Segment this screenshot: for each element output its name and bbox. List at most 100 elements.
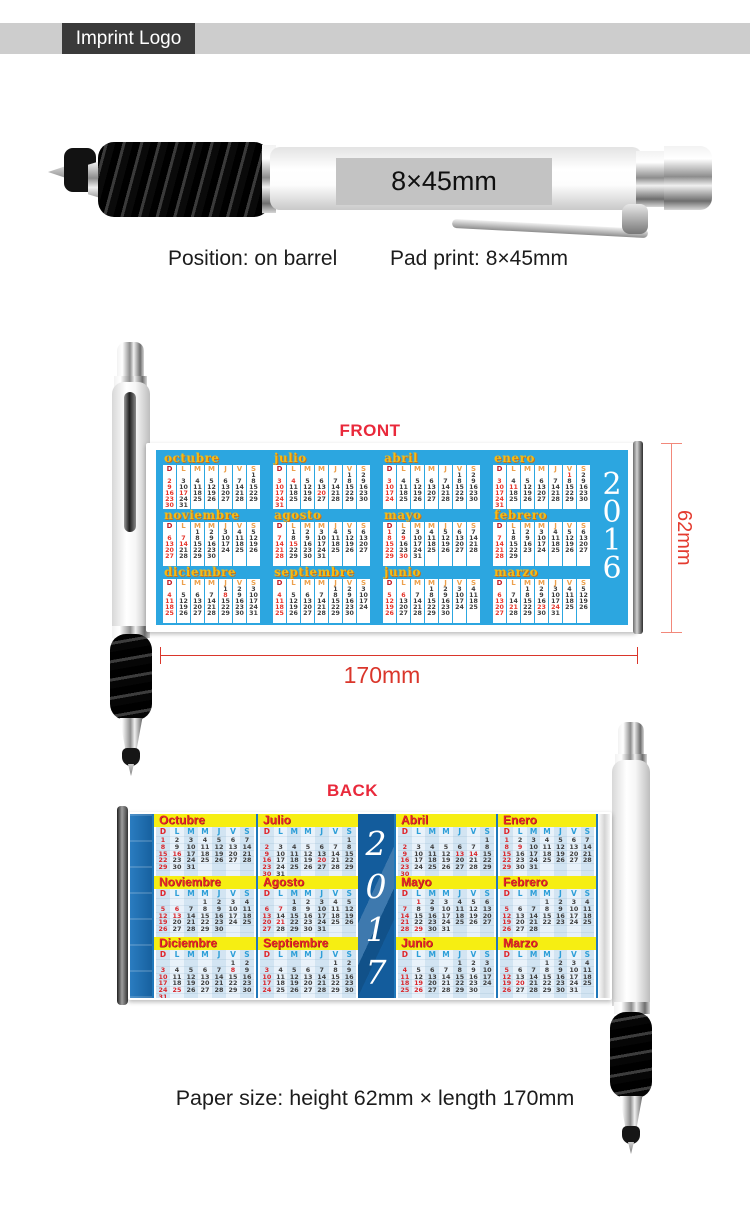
day-cell: 15 xyxy=(329,598,342,606)
day-cell: 13 xyxy=(357,535,370,543)
day-cell: 11 xyxy=(580,967,594,974)
day-cell: 13 xyxy=(567,844,581,851)
day-cell: 25 xyxy=(328,919,343,927)
day-cell xyxy=(553,870,568,876)
day-cell: 31 xyxy=(314,926,329,933)
day-cell: 28 xyxy=(526,987,541,994)
day-cell: M xyxy=(198,950,212,960)
day-cell: 11 xyxy=(507,484,520,492)
day-cell xyxy=(287,993,302,998)
day-cell: 19 xyxy=(247,541,260,549)
day-cell: 15 xyxy=(219,598,232,606)
day-cell: 19 xyxy=(212,850,226,858)
day-cell: 17 xyxy=(535,541,548,549)
day-cell xyxy=(170,960,184,967)
day-cell xyxy=(329,503,342,509)
day-cell: L xyxy=(507,579,520,587)
day-cell: 16 xyxy=(260,857,274,865)
day-cell: 18 xyxy=(563,598,576,606)
day-cell xyxy=(219,473,232,480)
day-cell: 4 xyxy=(563,586,576,594)
day-cell: 13 xyxy=(577,535,590,543)
day-cell: 20 xyxy=(452,857,467,865)
day-cell: 4 xyxy=(452,899,467,906)
day-cell xyxy=(439,932,453,937)
day-cell: 11 xyxy=(198,844,212,851)
day-cell xyxy=(247,503,260,509)
day-cell: 27 xyxy=(357,548,370,555)
day-cell: J xyxy=(452,950,467,960)
day-cell: 28 xyxy=(273,554,286,561)
day-cell: 22 xyxy=(328,980,343,988)
day-cell: 4 xyxy=(580,899,594,906)
day-cell: 6 xyxy=(301,592,314,600)
day-cell xyxy=(493,530,506,537)
day-cell: 13 xyxy=(198,973,212,981)
day-cell: 12 xyxy=(177,598,190,606)
day-cell: 6 xyxy=(577,529,590,537)
day-cell: 14 xyxy=(439,973,453,981)
day-cell: 29 xyxy=(507,554,520,561)
day-cell: 6 xyxy=(567,837,581,844)
day-cell xyxy=(191,503,204,509)
day-cell xyxy=(177,617,190,623)
day-cell: 14 xyxy=(315,598,328,606)
day-cell: 7 xyxy=(580,837,594,844)
day-cell: 19 xyxy=(287,980,302,988)
day-cell: 21 xyxy=(273,919,288,927)
day-cell: 8 xyxy=(191,535,204,543)
day-cell: 16 xyxy=(577,484,590,492)
day-cell: 29 xyxy=(287,554,300,561)
day-cell: 24 xyxy=(453,605,466,612)
day-cell: 8 xyxy=(198,906,212,913)
day-cell: 15 xyxy=(383,541,396,549)
day-cell xyxy=(273,473,286,480)
day-cell: 4 xyxy=(425,529,438,537)
day-cell: 5 xyxy=(247,529,260,537)
day-cell: V xyxy=(343,522,356,530)
day-cell xyxy=(273,993,288,998)
day-cell: 5 xyxy=(301,478,314,486)
day-cell: 28 xyxy=(184,926,198,933)
day-cell: 16 xyxy=(233,598,246,606)
day-cell: 30 xyxy=(535,611,548,618)
day-cell: M xyxy=(301,579,314,587)
day-cell: 5 xyxy=(563,529,576,537)
day-cell: 13 xyxy=(452,850,467,858)
day-cell: 29 xyxy=(540,987,554,994)
day-cell xyxy=(521,503,534,509)
day-cell: S xyxy=(357,465,370,473)
day-cell: 22 xyxy=(521,605,534,612)
day-cell: 7 xyxy=(398,906,412,913)
day-cell: 6 xyxy=(513,906,527,913)
day-cell: 19 xyxy=(521,491,534,498)
day-cell: 28 xyxy=(466,864,481,871)
day-cell xyxy=(212,993,226,998)
day-cell: J xyxy=(219,522,232,530)
day-cell: 26 xyxy=(287,611,300,618)
day-cell: 24 xyxy=(567,919,581,927)
day-cell xyxy=(357,611,370,618)
day-cell: M xyxy=(540,889,554,899)
day-cell: D xyxy=(156,889,170,899)
day-cell: 23 xyxy=(467,491,480,498)
day-cell xyxy=(247,560,260,566)
day-cell: J xyxy=(314,889,329,899)
day-cell: 30 xyxy=(342,987,356,994)
day-cell: 29 xyxy=(342,864,356,871)
day-cell: 9 xyxy=(260,850,274,858)
day-cell: 3 xyxy=(549,586,562,594)
day-cell: 30 xyxy=(397,554,410,561)
day-cell: 9 xyxy=(357,478,370,486)
day-cell xyxy=(383,473,396,480)
day-cell xyxy=(328,926,343,933)
day-cell: D xyxy=(493,522,506,530)
day-cell xyxy=(411,960,426,967)
day-cell xyxy=(567,993,581,998)
day-cell xyxy=(301,503,314,509)
day-cell: 14 xyxy=(329,484,342,492)
day-cell: 21 xyxy=(493,548,506,555)
day-cell: S xyxy=(480,889,494,899)
day-cell: 15 xyxy=(480,850,494,858)
